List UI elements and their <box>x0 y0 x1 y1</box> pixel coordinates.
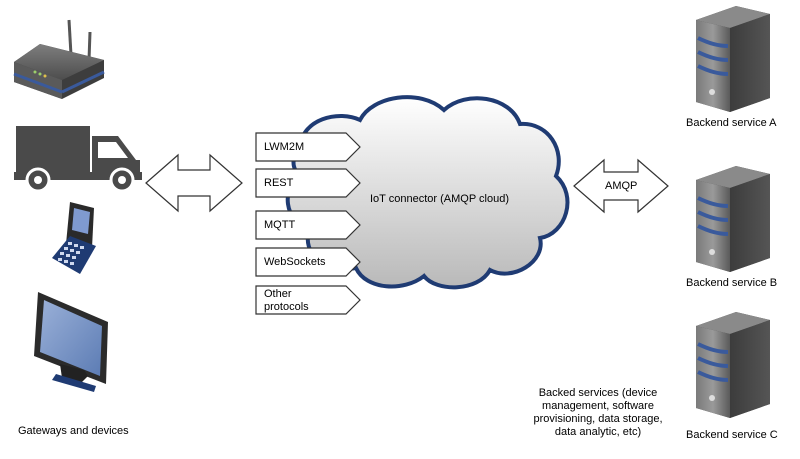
protocol-label-other: Other protocols <box>264 288 309 313</box>
router-icon <box>13 19 105 99</box>
protocol-label-rest: REST <box>264 177 294 189</box>
protocol-tags <box>255 132 361 315</box>
connector-label: IoT connector (AMQP cloud) <box>370 193 509 205</box>
truck-icon <box>14 126 142 193</box>
backend-label-a: Backend service A <box>686 117 777 129</box>
backend-label-b: Backend service B <box>686 277 778 289</box>
protocol-label-lwm2m: LWM2M <box>264 141 305 153</box>
mobile-phone-icon <box>52 202 96 274</box>
amqp-label: AMQP <box>605 180 638 192</box>
protocol-tag-shape <box>255 210 361 240</box>
protocol-tag-shape <box>255 168 361 198</box>
devices-label: Gateways and devices <box>18 425 129 437</box>
left-double-arrow <box>145 153 243 213</box>
server-icon-a <box>696 6 770 112</box>
protocol-tag-shape <box>255 285 361 315</box>
server-icon-c <box>696 312 770 418</box>
monitor-icon <box>34 292 108 392</box>
protocol-tag-shape <box>255 247 361 277</box>
protocol-tag-shape <box>255 132 361 162</box>
amqp-double-arrow <box>573 158 669 214</box>
server-icon-b <box>696 166 770 272</box>
backend-services-note: Backed services (device management, soft… <box>533 387 663 438</box>
backend-label-c: Backend service C <box>686 429 778 441</box>
protocol-label-mqtt: MQTT <box>264 219 296 231</box>
protocol-label-websockets: WebSockets <box>264 256 326 268</box>
